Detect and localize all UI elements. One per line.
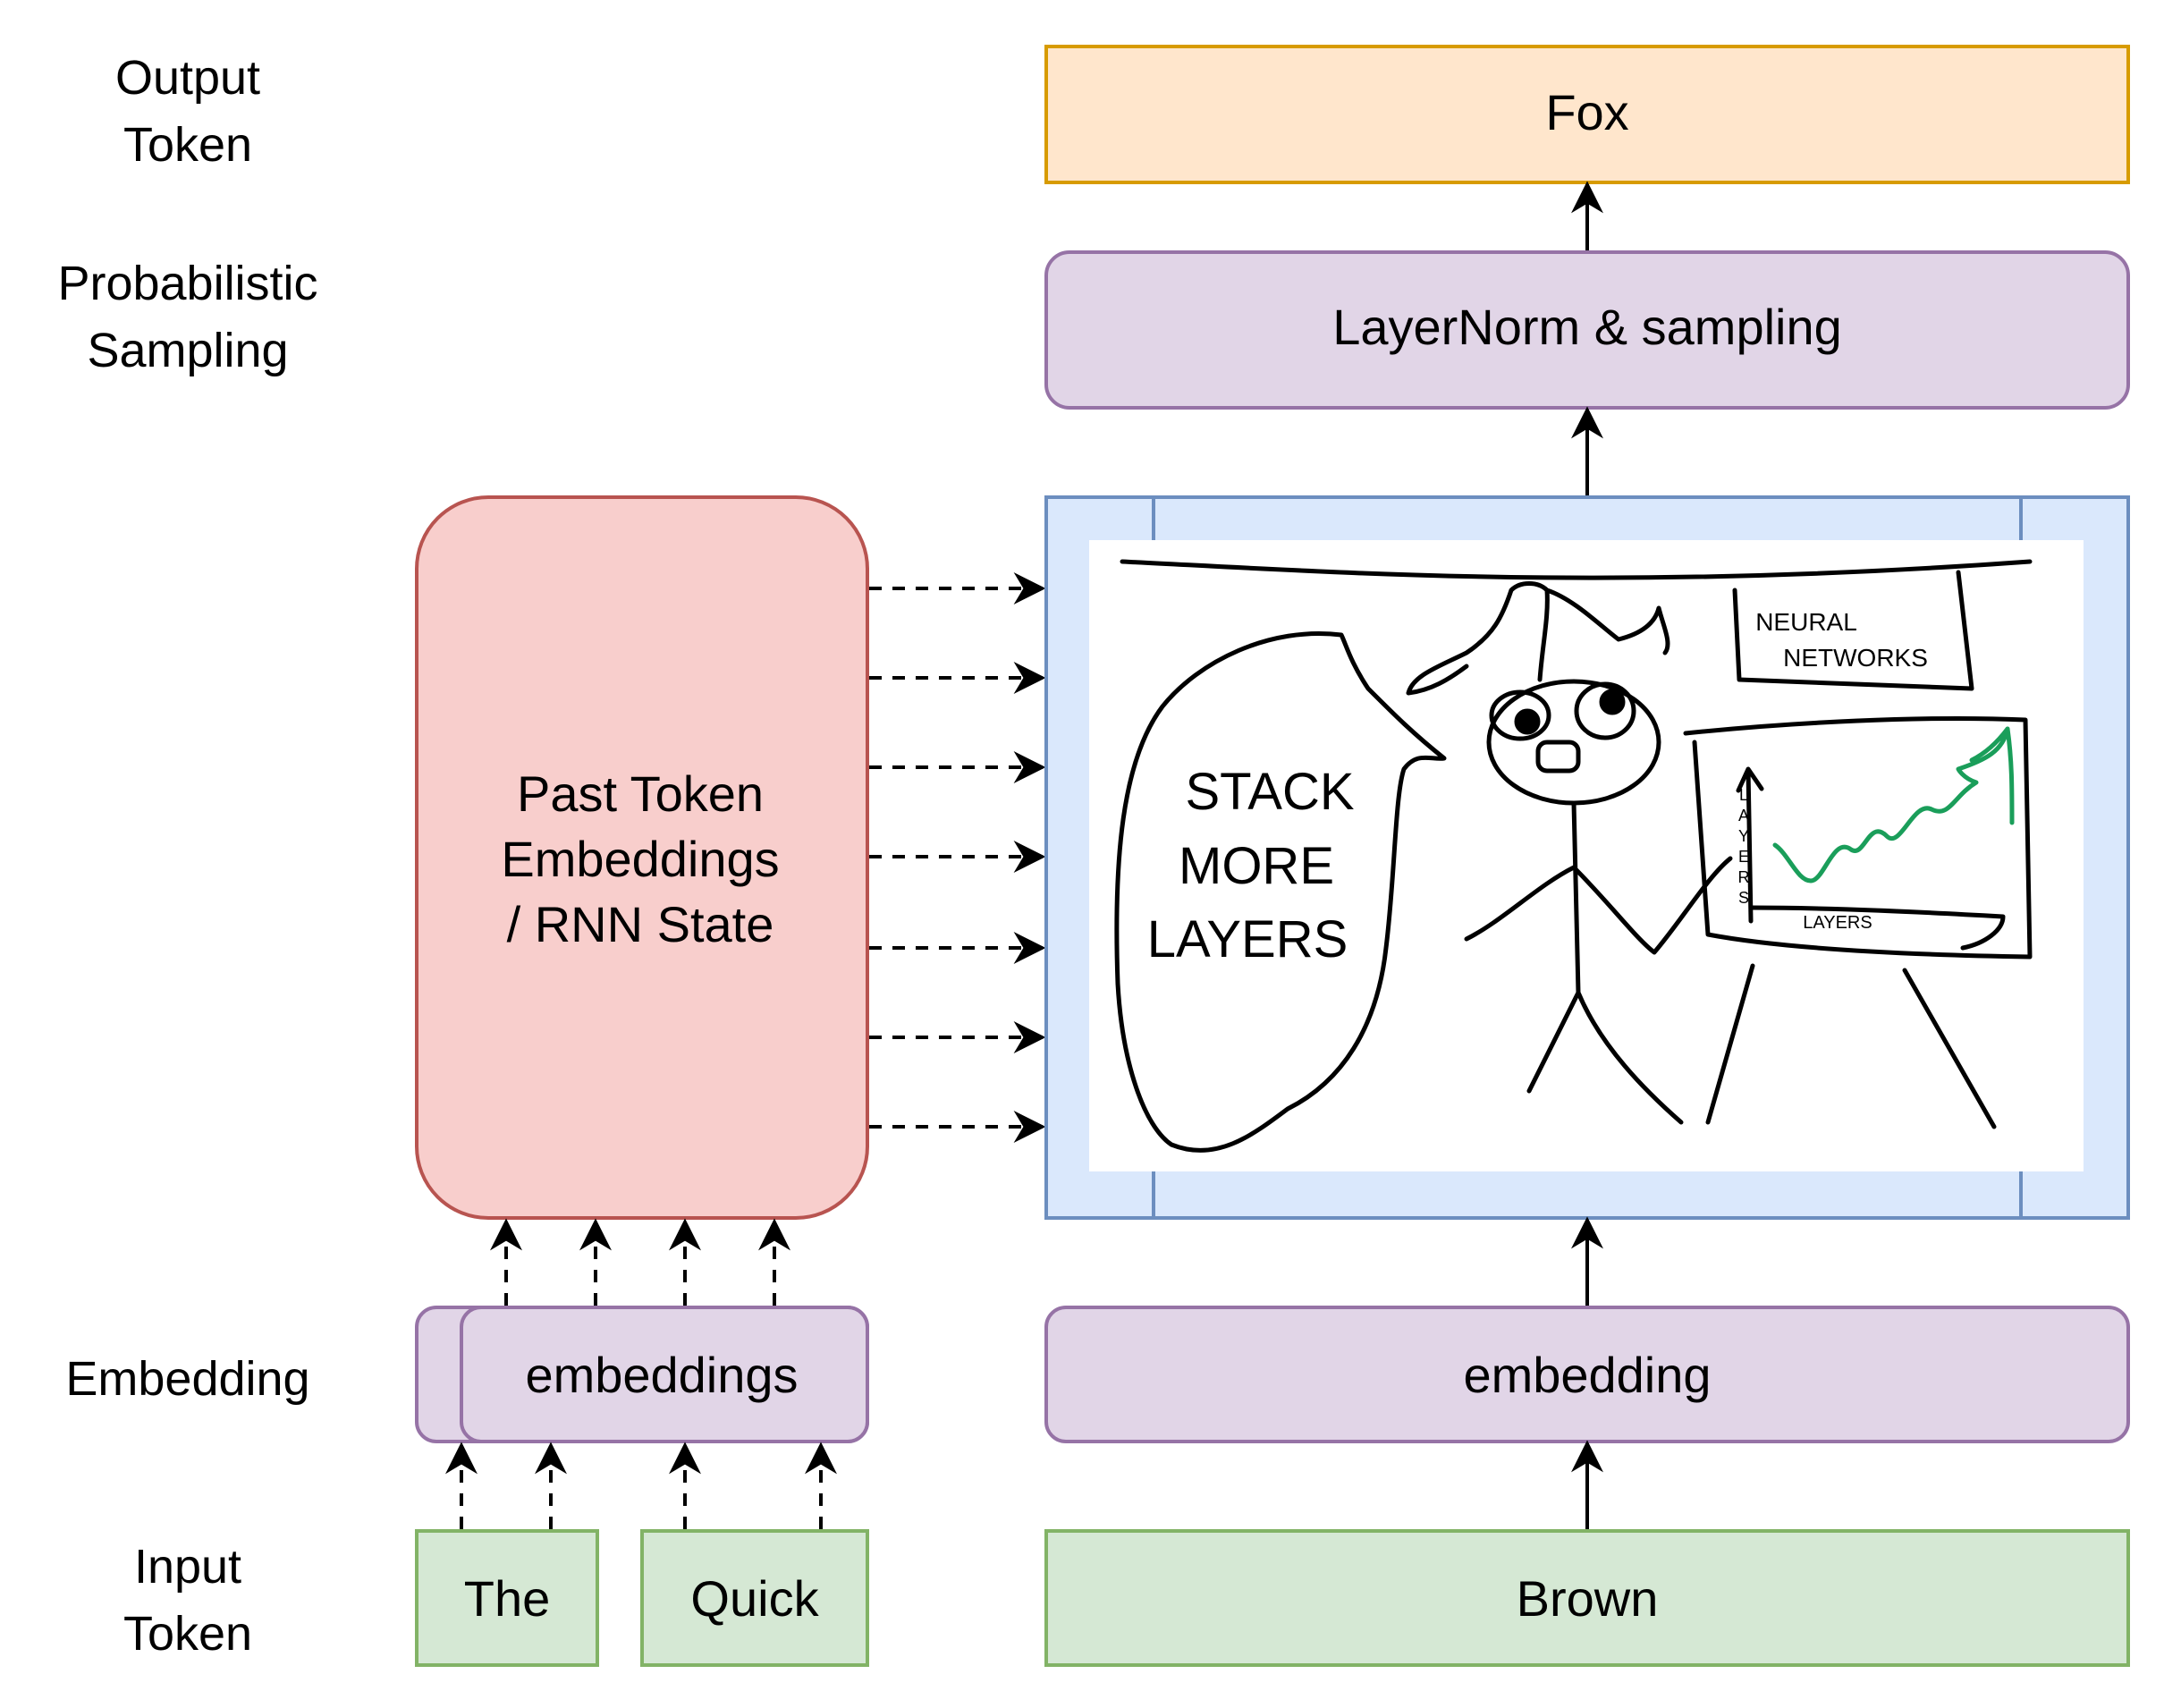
label-sampling-1: Probabilistic xyxy=(57,257,317,310)
neural-networks-sign xyxy=(1732,570,1974,691)
speech-text-2: MORE xyxy=(1179,837,1334,895)
output-token-text: Fox xyxy=(1545,84,1628,140)
left-embeddings-box: embeddings xyxy=(415,1306,869,1443)
stick-figure-body xyxy=(1464,800,1733,1125)
past-token-text-2: Embeddings xyxy=(501,831,779,887)
input-token-brown: Brown xyxy=(1044,1529,2130,1667)
right-embedding-text: embedding xyxy=(1463,1347,1711,1403)
layernorm-text: LayerNorm & sampling xyxy=(1332,299,1842,355)
stack-more-layers-sketch xyxy=(1114,559,2033,1153)
speech-text-1: STACK xyxy=(1185,763,1354,821)
chart-y-letter: Y xyxy=(1738,827,1749,845)
label-output-token-2: Token xyxy=(123,118,252,172)
chart-y-letter: E xyxy=(1738,848,1749,866)
chart-y-axis-label: L A Y E R S xyxy=(1738,786,1750,907)
chart-y-letter: S xyxy=(1738,889,1749,907)
chart-y-letter: A xyxy=(1738,807,1749,824)
chart-growth-line xyxy=(1772,726,2015,884)
speech-text-3: LAYERS xyxy=(1147,910,1348,968)
input-token-the: The xyxy=(415,1529,599,1667)
model-block: STACK MORE LAYERS NEURAL NETWORKS L A Y … xyxy=(1044,495,2130,1220)
inputs-to-embeddings-arrows xyxy=(445,1442,837,1529)
output-token-box: Fox xyxy=(1044,45,2130,184)
state-to-model-arrows xyxy=(869,572,1046,1143)
row-labels: Output Token Probabilistic Sampling Embe… xyxy=(57,51,317,1661)
left-embeddings-text: embeddings xyxy=(525,1347,798,1403)
chart-x-axis-label: LAYERS xyxy=(1803,913,1872,933)
past-token-text-3: / RNN State xyxy=(507,896,774,952)
speech-bubble xyxy=(1114,631,1447,1153)
stick-figure-hat xyxy=(1406,581,1670,696)
right-embedding-box: embedding xyxy=(1044,1306,2130,1443)
sign-text-2: NETWORKS xyxy=(1783,644,1928,672)
chart-y-letter: R xyxy=(1738,868,1750,886)
label-embedding: Embedding xyxy=(65,1352,309,1406)
label-sampling-2: Sampling xyxy=(87,324,288,377)
input-token-quick: Quick xyxy=(640,1529,869,1667)
embeddings-to-state-arrows xyxy=(490,1218,790,1306)
past-token-text-1: Past Token xyxy=(517,765,764,822)
input-brown-text: Brown xyxy=(1517,1570,1659,1627)
chart-board xyxy=(1683,715,2033,960)
input-quick-text: Quick xyxy=(690,1570,819,1627)
label-output-token-1: Output xyxy=(115,51,260,105)
layernorm-box: LayerNorm & sampling xyxy=(1044,250,2130,410)
past-token-embeddings-box: Past Token Embeddings / RNN State xyxy=(415,495,869,1220)
chart-y-letter: L xyxy=(1739,786,1748,804)
sign-text-1: NEURAL xyxy=(1755,608,1857,636)
label-input-token-1: Input xyxy=(134,1540,241,1594)
label-input-token-2: Token xyxy=(123,1607,252,1661)
input-the-text: The xyxy=(464,1570,551,1627)
